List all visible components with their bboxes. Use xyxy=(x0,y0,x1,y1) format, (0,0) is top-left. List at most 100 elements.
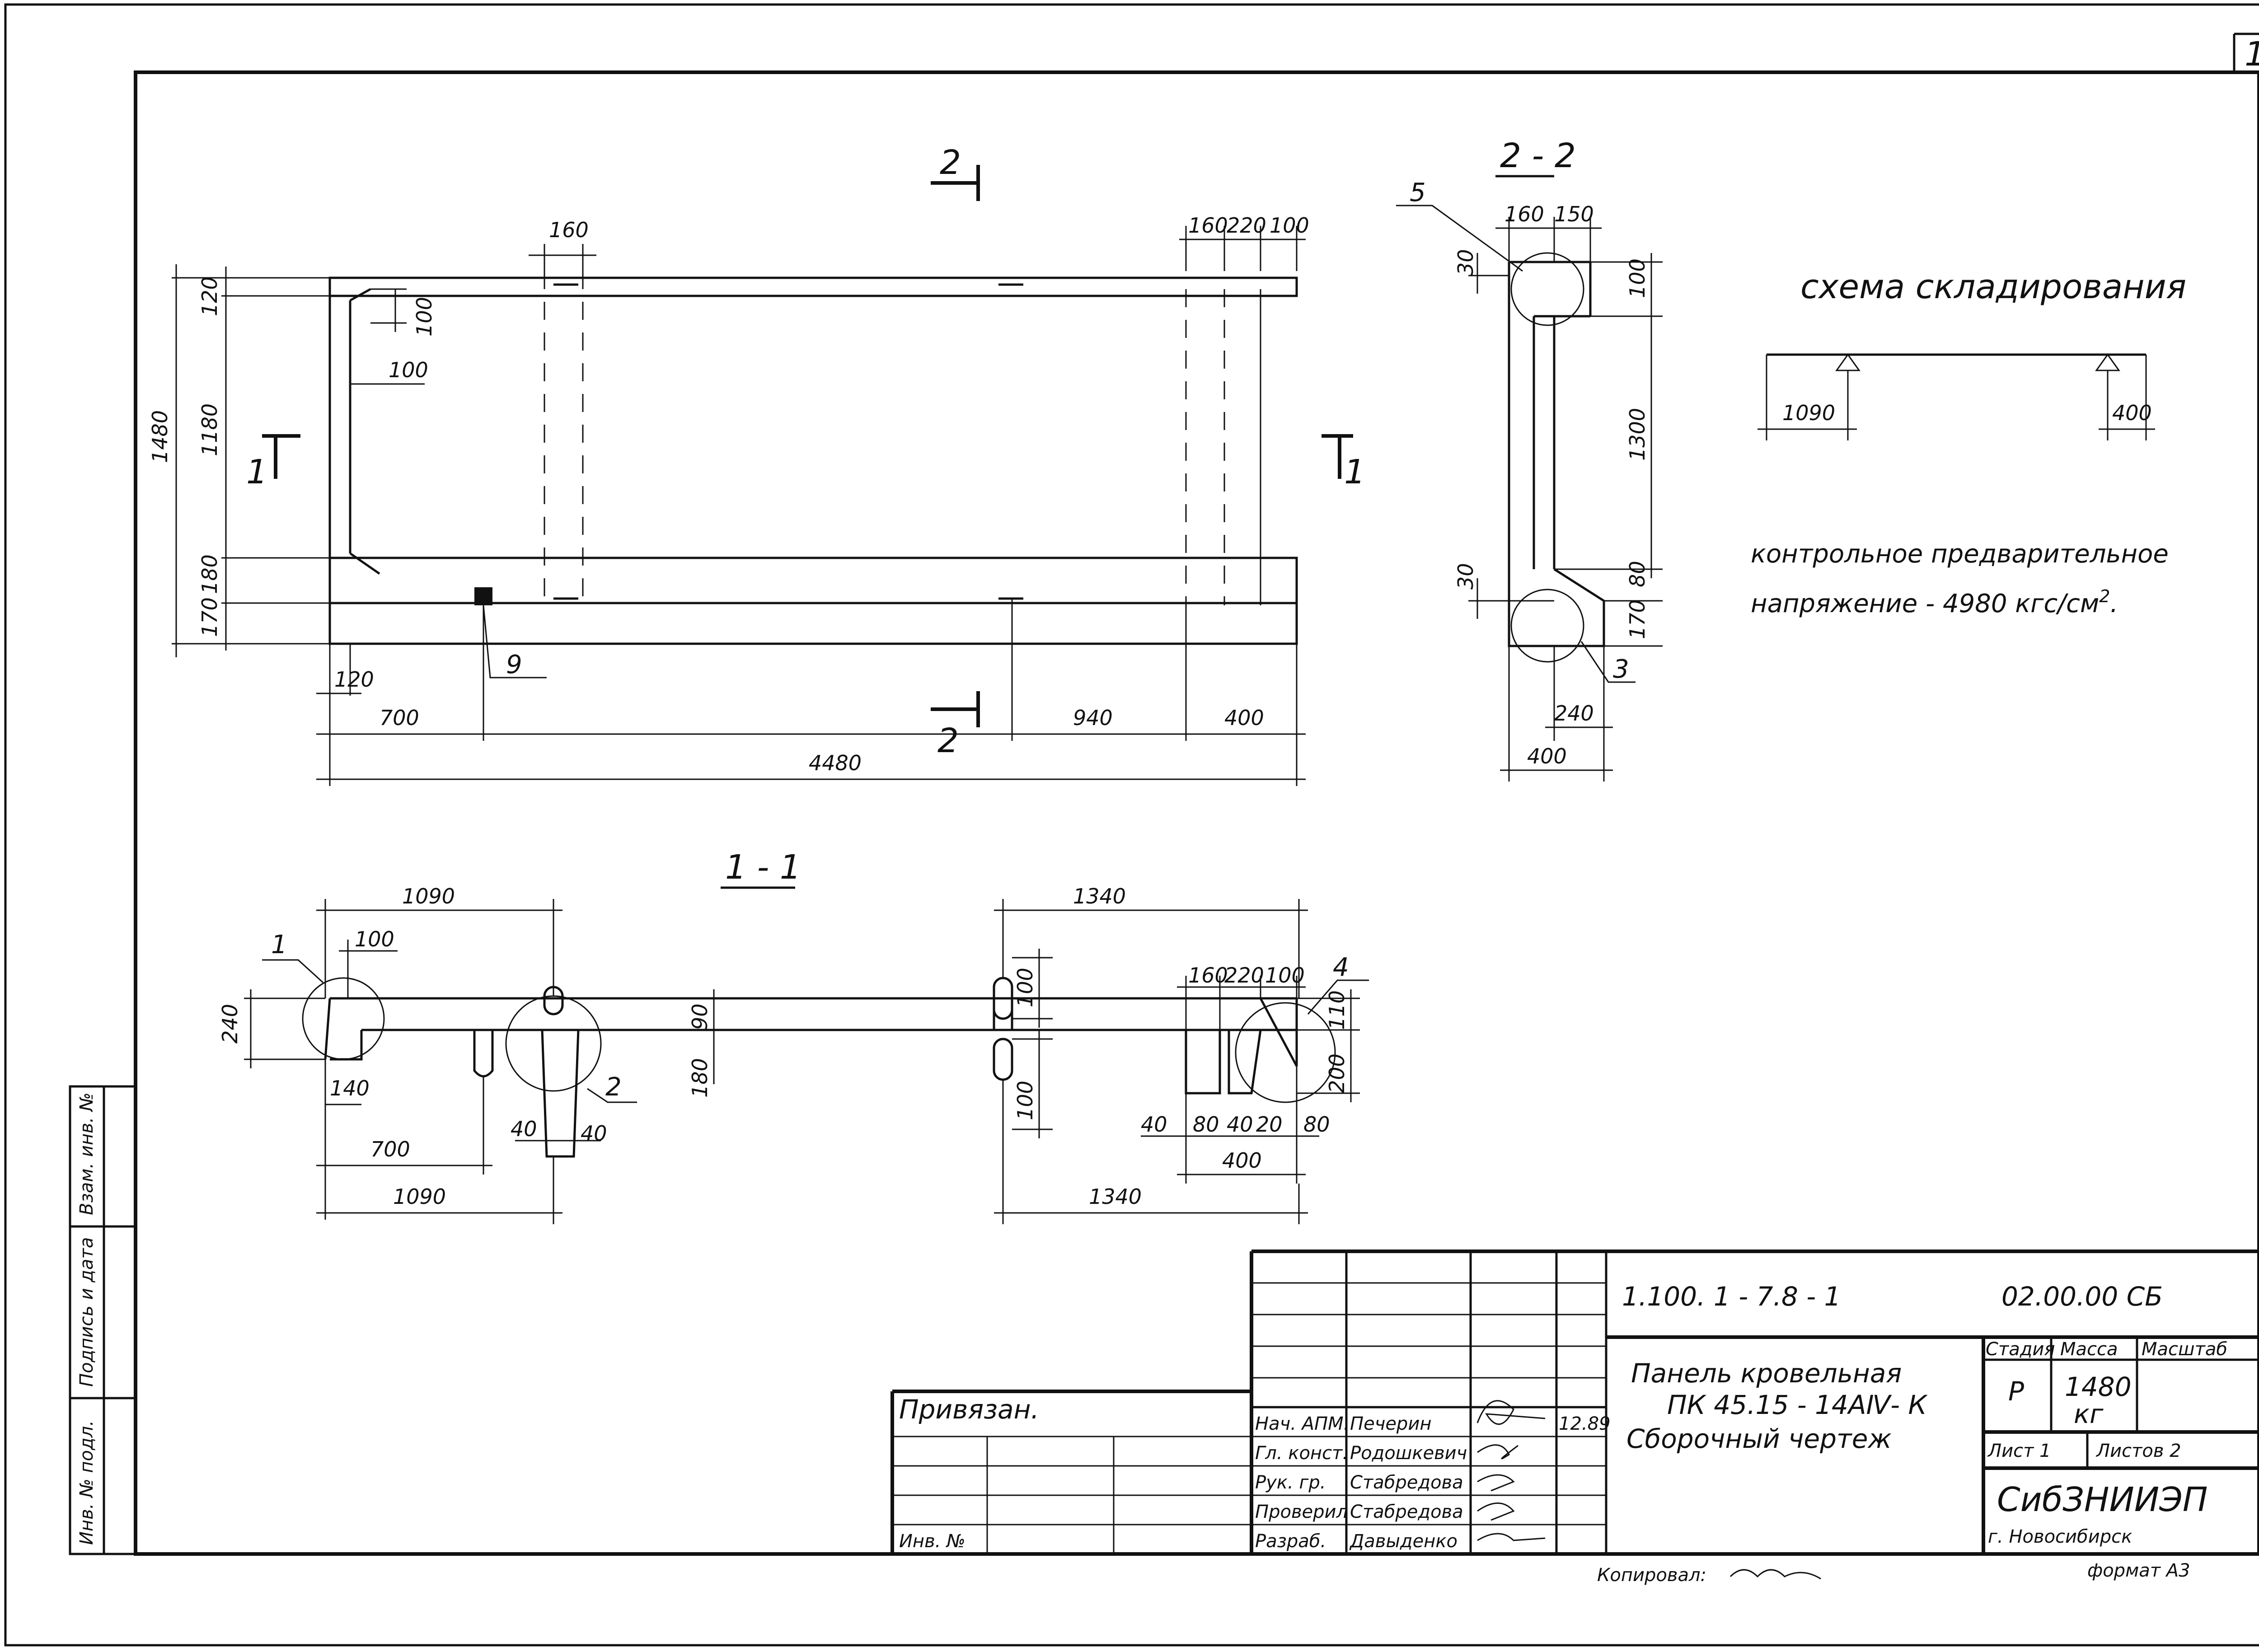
tb-role-1: Гл. конст. xyxy=(1255,1443,1348,1464)
note-line-1: контрольное предварительное xyxy=(1751,539,2169,569)
tb-role-3: Проверил xyxy=(1255,1502,1348,1522)
dim-plan-left-170: 170 xyxy=(197,597,222,637)
dim-11-1090-bottom: 1090 xyxy=(393,1184,446,1209)
tb-privyazan: Привязан. xyxy=(899,1394,1039,1425)
dim-plan-top-160-a: 160 xyxy=(549,218,589,242)
dim-11-90: 90 xyxy=(688,1003,712,1030)
dim-plan-chamfer-h: 100 xyxy=(389,358,428,382)
tb-mass: 1480 xyxy=(2065,1371,2132,1402)
dim-11-240: 240 xyxy=(218,1004,242,1044)
tb-name-4: Давыденко xyxy=(1349,1531,1458,1552)
dim-plan-bottom-120: 120 xyxy=(334,667,374,692)
dim-11-top-160: 160 xyxy=(1188,963,1228,987)
tb-hdr-mass: Масса xyxy=(2060,1339,2118,1360)
title-block: Привязан. Инв. № Нач. АПМ. Гл. конст. Ру… xyxy=(890,1250,2259,1586)
dim-plan-bottom-700: 700 xyxy=(380,706,419,730)
stamp-podpis-data: Подпись и дата xyxy=(76,1237,97,1387)
note-line-2-main: напряжение - 4980 кгс/см xyxy=(1751,589,2099,618)
dim-plan-top-160-b: 160 xyxy=(1188,213,1228,238)
storage-dim-1090: 1090 xyxy=(1782,401,1835,425)
dim-22-30-top: 30 xyxy=(1453,249,1478,276)
section-1-1-title: 1 - 1 xyxy=(725,848,801,887)
tb-sheets: Листов 2 xyxy=(2095,1441,2181,1461)
dim-11-40-a: 40 xyxy=(511,1117,537,1141)
section-1-label-left: 1 xyxy=(246,453,267,491)
dim-11-40-b: 40 xyxy=(581,1121,607,1146)
note-line-2-sup: 2 xyxy=(2099,586,2110,606)
dim-22-100: 100 xyxy=(1625,258,1650,298)
dim-22-80: 80 xyxy=(1625,561,1650,587)
dim-plan-total-4480: 4480 xyxy=(809,751,862,775)
note-line-2-end: . xyxy=(2110,589,2118,618)
embedded-part-9 xyxy=(474,587,492,605)
dim-11-100-up: 100 xyxy=(1013,968,1037,1007)
dim-22-400: 400 xyxy=(1527,744,1567,768)
dim-11-1340-top: 1340 xyxy=(1073,884,1126,908)
tb-name-0: Печерин xyxy=(1350,1413,1431,1434)
sheet-format: формат А3 xyxy=(2087,1560,2190,1581)
dim-plan-bottom-940: 940 xyxy=(1073,706,1113,730)
dim-22-1300: 1300 xyxy=(1625,408,1650,461)
tb-date: 12.89 xyxy=(1559,1413,1611,1434)
dim-22-30-bottom: 30 xyxy=(1453,563,1478,590)
dim-11-110: 110 xyxy=(1325,990,1349,1030)
dim-11-bot-40: 40 xyxy=(1141,1112,1167,1137)
dim-22-top-150: 150 xyxy=(1554,202,1594,226)
dim-11-bot-20: 20 xyxy=(1256,1112,1283,1137)
tb-copied: Копировал: xyxy=(1597,1565,1706,1586)
plan-view: 2 2 1 1 160 160 220 100 1480 120 1180 18… xyxy=(148,143,1365,786)
tb-doc-no: 02.00.00 СБ xyxy=(2001,1281,2163,1312)
dim-11-1090-top: 1090 xyxy=(402,884,455,908)
page-number: 17 xyxy=(2245,35,2259,74)
side-stamp: Инв. № подл. Подпись и дата Взам. инв. № xyxy=(69,1085,137,1555)
tb-name-line-2: ПК 45.15 - 14АⅣ- К xyxy=(1667,1390,1928,1420)
dim-11-1340-bottom: 1340 xyxy=(1089,1184,1142,1209)
dim-11-100-down: 100 xyxy=(1013,1081,1037,1120)
dim-plan-top-220: 220 xyxy=(1227,213,1266,238)
dim-plan-top-100: 100 xyxy=(1270,213,1309,238)
dim-22-170: 170 xyxy=(1625,599,1650,639)
dim-11-top-220: 220 xyxy=(1224,963,1264,987)
dim-plan-left-120: 120 xyxy=(197,276,222,316)
dim-11-bot-80b: 80 xyxy=(1303,1112,1330,1137)
dim-11-700: 700 xyxy=(370,1137,410,1161)
tb-name-3: Стабредова xyxy=(1350,1502,1463,1522)
dim-11-100: 100 xyxy=(355,927,394,951)
dim-11-top-100: 100 xyxy=(1265,963,1305,987)
dim-plan-left-1180: 1180 xyxy=(197,403,222,456)
callout-3: 3 xyxy=(1613,655,1629,684)
dim-11-180: 180 xyxy=(688,1058,712,1098)
dim-22-top-160: 160 xyxy=(1504,202,1544,226)
copier-signature-icon xyxy=(1729,1569,1821,1580)
tb-hdr-stage: Стадия xyxy=(1986,1339,2055,1360)
tb-mass-unit: кг xyxy=(2074,1399,2104,1429)
dim-11-400: 400 xyxy=(1222,1148,1262,1173)
storage-dim-400: 400 xyxy=(2112,401,2152,425)
stamp-vzam-inv: Взам. инв. № xyxy=(76,1092,97,1215)
section-1-label-right: 1 xyxy=(1344,453,1365,491)
tb-role-0: Нач. АПМ. xyxy=(1255,1413,1349,1434)
section-1-1: 1 - 1 1 2 4 1090 100 240 140 700 1090 40 xyxy=(218,848,1369,1224)
dim-plan-height-1480: 1480 xyxy=(148,410,172,463)
storage-title: схема складирования xyxy=(1800,267,2186,306)
dim-11-140: 140 xyxy=(330,1076,370,1100)
tb-stage: Р xyxy=(2008,1376,2024,1407)
tb-hdr-scale: Масштаб xyxy=(2142,1339,2227,1360)
dim-11-200: 200 xyxy=(1325,1053,1349,1093)
storage-scheme: схема складирования 1090 400 xyxy=(1758,267,2186,440)
tb-inv-no: Инв. № xyxy=(899,1531,965,1552)
callout-2: 2 xyxy=(605,1072,622,1102)
dim-plan-left-180: 180 xyxy=(197,554,222,594)
tb-city: г. Новосибирск xyxy=(1988,1526,2132,1547)
section-2-label-top: 2 xyxy=(940,143,961,182)
dim-22-240: 240 xyxy=(1554,701,1594,725)
signatures-icon xyxy=(1476,1400,1546,1541)
tb-role-2: Рук. гр. xyxy=(1255,1472,1326,1493)
note-line-2: напряжение - 4980 кгс/см2. xyxy=(1751,586,2118,618)
dim-plan-bottom-400: 400 xyxy=(1224,706,1264,730)
tb-name-line-3: Сборочный чертеж xyxy=(1626,1423,1892,1454)
tb-code: 1.100. 1 - 7.8 - 1 xyxy=(1622,1281,1841,1312)
callout-1: 1 xyxy=(271,930,287,959)
dim-plan-chamfer-v: 100 xyxy=(412,297,436,337)
